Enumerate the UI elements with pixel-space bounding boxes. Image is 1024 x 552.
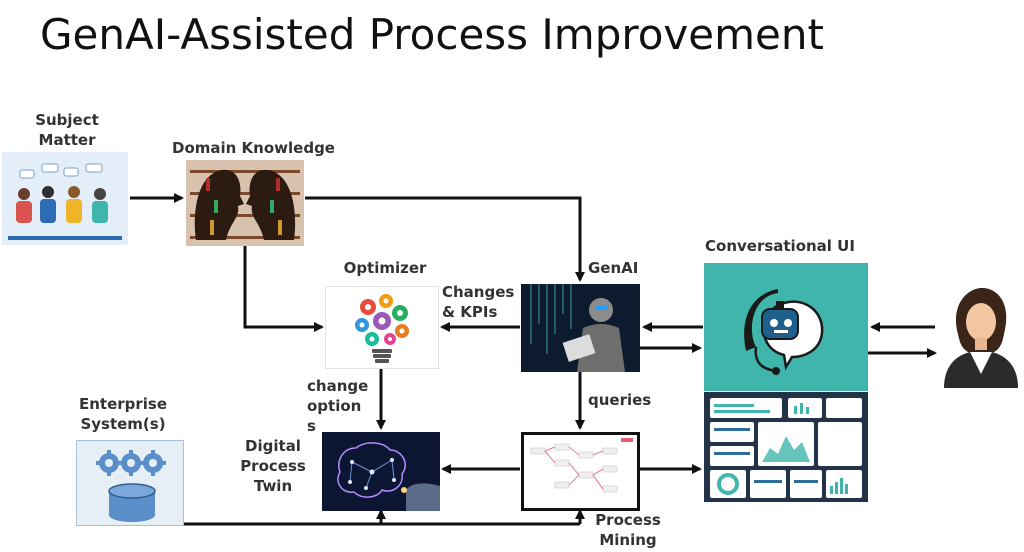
conversational-ui-image: [704, 263, 868, 391]
page-title: GenAI-Assisted Process Improvement: [40, 10, 824, 59]
heads-bookshelf-icon: [186, 160, 304, 246]
arrow-domain-to-optimizer: [243, 246, 324, 332]
people-meeting-icon: [2, 152, 128, 245]
dashboard-image: [704, 392, 868, 502]
digital-twin-image: [322, 432, 440, 511]
subject-matter-label: Subject Matter: [35, 111, 99, 149]
domain-knowledge-label: Domain Knowledge: [172, 139, 335, 157]
changes-kpis-label: Changes & KPIs: [442, 283, 515, 321]
optimizer-image: [325, 286, 439, 369]
enterprise-systems-label: Enterprise System(s): [78, 395, 168, 433]
lightbulb-gears-icon: [355, 294, 409, 363]
businesswoman-icon: [944, 288, 1018, 388]
user-avatar: [940, 284, 1020, 388]
digital-brain-icon: [322, 432, 440, 511]
change-options-label: change option s: [307, 377, 369, 435]
analytics-dashboard-icon: [704, 392, 868, 502]
gears-database-icon: [96, 450, 166, 522]
process-map-icon: [524, 435, 637, 508]
conversational-ui-label: Conversational UI: [705, 237, 855, 255]
chatbot-icon: [744, 289, 824, 375]
genai-image: [521, 284, 640, 372]
process-mining-label: Process Mining: [595, 511, 661, 549]
queries-label: queries: [588, 391, 652, 409]
process-mining-image: [521, 432, 640, 511]
robot-reading-icon: [521, 284, 640, 372]
optimizer-label: Optimizer: [343, 259, 427, 277]
digital-twin-label: Digital Process Twin: [240, 437, 306, 495]
arrow-domain-to-genai: [305, 196, 585, 282]
domain-knowledge-image: [186, 160, 304, 246]
genai-label: GenAI: [588, 259, 639, 277]
subject-matter-image: [2, 152, 128, 245]
enterprise-systems-image: [76, 440, 184, 526]
